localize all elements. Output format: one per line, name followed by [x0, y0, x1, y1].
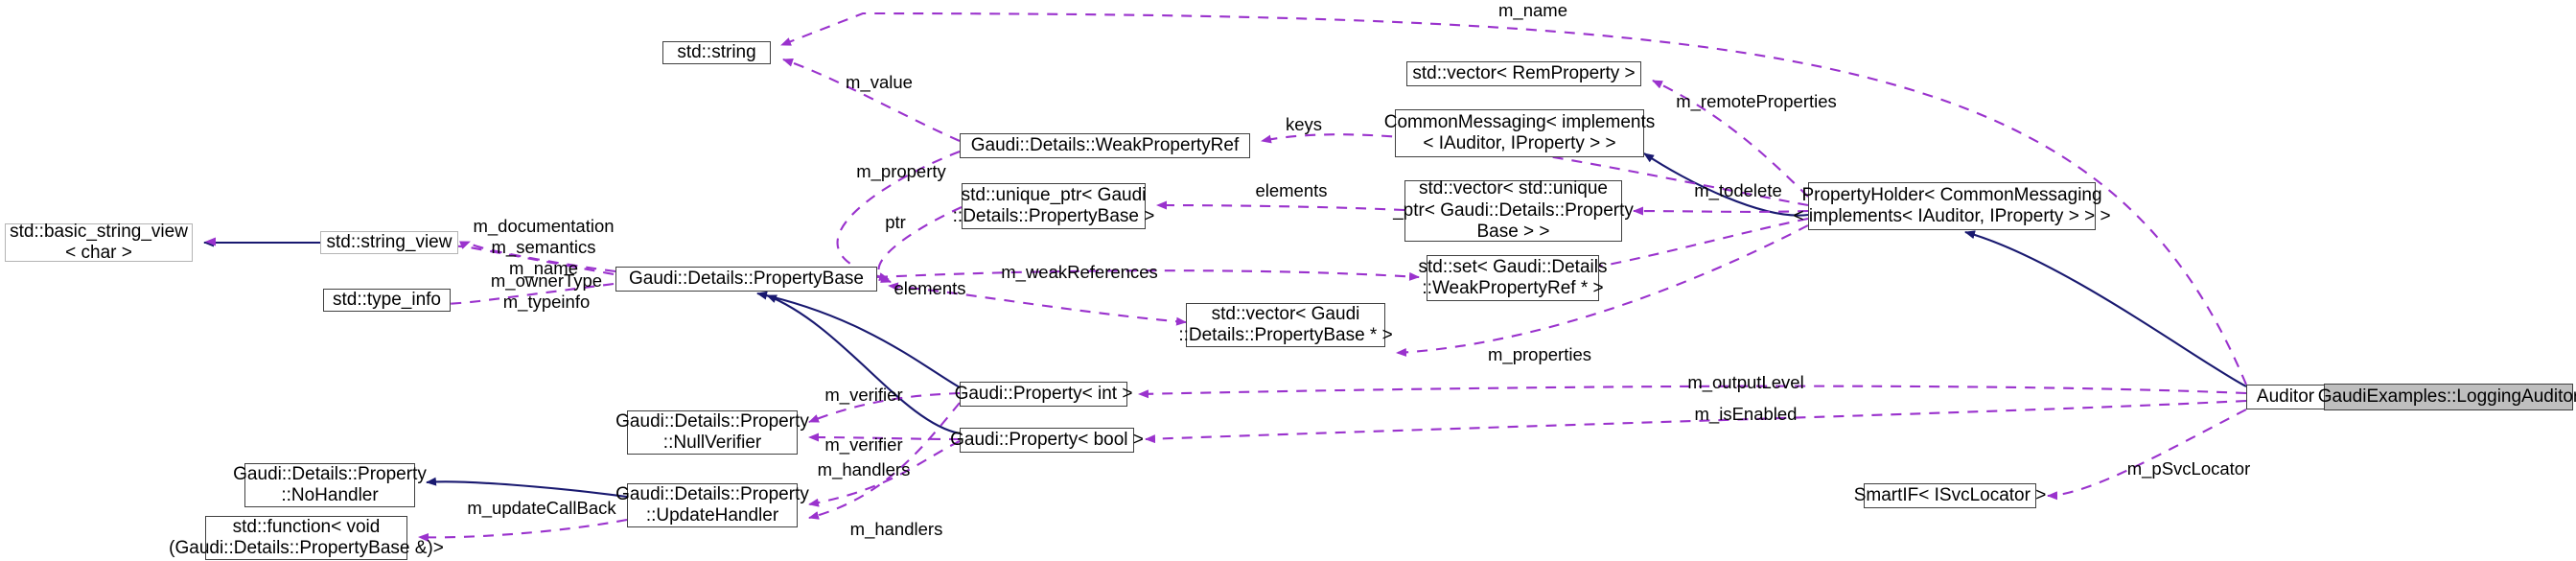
edge-label-m_property: m_property — [856, 161, 946, 181]
class-node-no_handler[interactable]: Gaudi::Details::Property ::NoHandler — [233, 463, 427, 507]
edge-label-m_updatecb: m_updateCallBack — [467, 498, 616, 518]
edge-label-m_isenabled: m_isEnabled — [1694, 404, 1798, 424]
class-node-set_weakref[interactable]: std::set< Gaudi::Details ::WeakPropertyR… — [1419, 255, 1607, 301]
class-node-vector_remprop[interactable]: std::vector< RemProperty > — [1406, 61, 1641, 86]
class-node-string_view[interactable]: std::string_view — [320, 231, 458, 254]
class-node-vector_unique_pb[interactable]: std::vector< std::unique _ptr< Gaudi::De… — [1393, 178, 1634, 243]
edge-label-elements_up: elements — [1255, 180, 1328, 200]
class-node-null_verifier[interactable]: Gaudi::Details::Property ::NullVerifier — [615, 410, 809, 455]
class-node-property_int[interactable]: Gaudi::Property< int > — [955, 382, 1132, 407]
edge-label-m_properties: m_properties — [1488, 344, 1591, 364]
edge-label-m_handlers_2: m_handlers — [849, 519, 943, 539]
class-node-unique_ptr[interactable]: std::unique_ptr< Gaudi ::Details::Proper… — [953, 183, 1154, 229]
inheritance-edges — [203, 152, 2337, 499]
class-node-property_base[interactable]: Gaudi::Details::PropertyBase — [615, 267, 877, 292]
class-node-smartif[interactable]: SmartIF< ISvcLocator > — [1854, 483, 2046, 508]
class-node-logging_auditor[interactable]: GaudiExamples::LoggingAuditor — [2318, 384, 2576, 410]
edge-label-ptr: ptr — [885, 212, 906, 232]
class-node-type_info[interactable]: std::type_info — [323, 289, 451, 312]
edge-label-m_weakrefs: m_weakReferences — [1001, 262, 1158, 282]
class-node-property_holder[interactable]: PropertyHolder< CommonMessaging < implem… — [1793, 182, 2111, 230]
edge-label-m_name_top: m_name — [1498, 0, 1567, 20]
edge-label-m_outputlevel: m_outputLevel — [1687, 372, 1804, 392]
class-node-update_handler[interactable]: Gaudi::Details::Property ::UpdateHandler — [615, 483, 809, 527]
edge-label-m_handlers_1: m_handlers — [817, 459, 911, 479]
class-node-vector_pb_ptr[interactable]: std::vector< Gaudi ::Details::PropertyBa… — [1178, 303, 1393, 347]
edge-label-m_owner_block: m_ownerType m_typeinfo — [490, 270, 603, 312]
edge-label-m_verifier_1: m_verifier — [824, 385, 903, 405]
edge-label-m_remoteprops: m_remoteProperties — [1676, 91, 1837, 111]
edge-label-m_todelete: m_todelete — [1694, 180, 1782, 200]
edge-label-m_value: m_value — [846, 72, 913, 92]
edge-label-elements_mid: elements — [893, 278, 966, 298]
edge-label-m_verifier_2: m_verifier — [824, 434, 903, 455]
class-node-weak_property_ref[interactable]: Gaudi::Details::WeakPropertyRef — [960, 133, 1250, 158]
class-node-basic_string_view[interactable]: std::basic_string_view < char > — [5, 222, 193, 263]
edge-label-m_pSvcLocator: m_pSvcLocator — [2126, 458, 2251, 479]
class-node-std_function[interactable]: std::function< void (Gaudi::Details::Pro… — [169, 516, 444, 560]
class-node-common_messaging[interactable]: CommonMessaging< implements < IAuditor, … — [1384, 109, 1655, 157]
class-node-string[interactable]: std::string — [662, 41, 771, 64]
class-node-auditor[interactable]: Auditor — [2246, 385, 2325, 409]
edge-label-m_doc_block: m_documentation m_semantics m_name — [473, 216, 615, 278]
class-node-property_bool[interactable]: Gaudi::Property< bool > — [950, 428, 1144, 453]
edge-label-keys: keys — [1285, 114, 1323, 134]
